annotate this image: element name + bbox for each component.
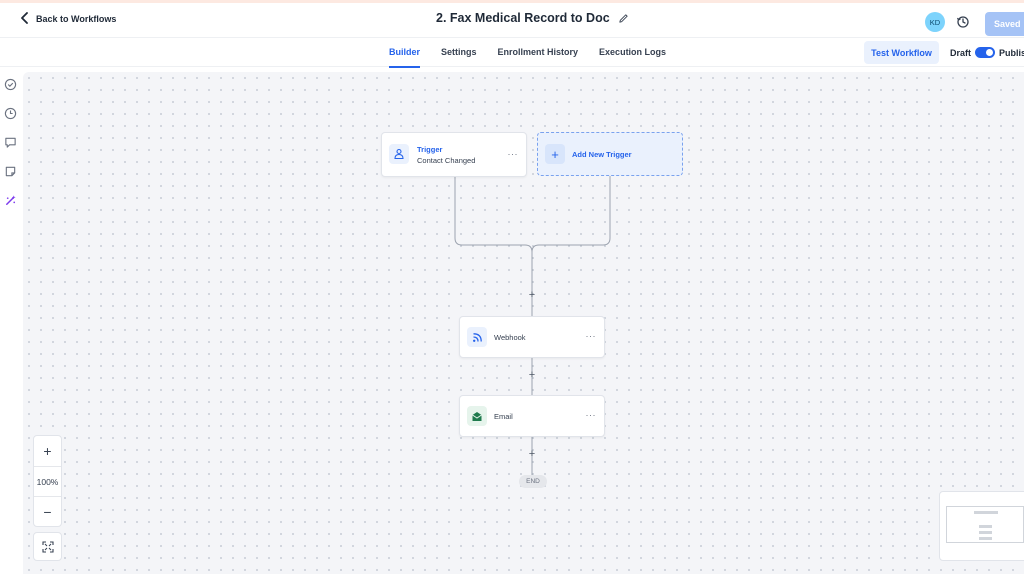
publish-toggle[interactable] [975, 47, 995, 58]
add-step-plus-2[interactable]: + [528, 369, 536, 381]
add-new-trigger-button[interactable]: + Add New Trigger [537, 132, 683, 176]
email-node[interactable]: Email ··· [459, 395, 605, 437]
trigger-type-label: Trigger [417, 145, 443, 154]
minimap[interactable] [939, 491, 1024, 561]
avatar[interactable]: KD [925, 12, 945, 32]
check-circle-icon[interactable] [4, 78, 17, 91]
note-icon[interactable] [4, 165, 17, 178]
webhook-icon [467, 327, 487, 347]
fit-view-button[interactable] [33, 532, 62, 561]
zoom-out-button[interactable]: − [43, 504, 52, 520]
tab-execution-logs[interactable]: Execution Logs [599, 47, 667, 57]
trigger-node[interactable]: Trigger Contact Changed ··· [381, 132, 527, 177]
publish-label: Publish [999, 48, 1024, 58]
sparkle-icon[interactable] [4, 194, 17, 207]
webhook-node[interactable]: Webhook ··· [459, 316, 605, 358]
back-to-workflows-link[interactable]: Back to Workflows [20, 12, 116, 26]
tab-settings[interactable]: Settings [441, 47, 477, 57]
back-label: Back to Workflows [36, 14, 117, 24]
history-icon[interactable] [956, 15, 970, 29]
left-toolbar [0, 67, 22, 576]
webhook-label: Webhook [494, 333, 526, 342]
tab-enrollment-history[interactable]: Enrollment History [497, 47, 579, 57]
chevron-left-icon [20, 12, 30, 26]
email-more-menu[interactable]: ··· [585, 410, 596, 420]
workflow-subnav: Builder Settings Enrollment History Exec… [0, 37, 1024, 68]
trigger-name: Contact Changed [417, 156, 476, 165]
add-step-plus-1[interactable]: + [528, 289, 536, 301]
pencil-icon[interactable] [618, 13, 629, 24]
zoom-level: 100% [34, 466, 61, 497]
minimap-nodes [974, 511, 998, 540]
draft-label: Draft [950, 48, 972, 58]
workflow-header: Back to Workflows 2. Fax Medical Record … [0, 3, 1024, 37]
workflow-title: 2. Fax Medical Record to Doc [436, 11, 610, 25]
clock-icon[interactable] [4, 107, 17, 120]
plus-icon: + [545, 144, 565, 164]
contact-icon [389, 144, 409, 164]
top-accent-line [0, 0, 1024, 3]
add-step-plus-3[interactable]: + [528, 448, 536, 460]
trigger-more-menu[interactable]: ··· [507, 149, 518, 159]
zoom-controls: + 100% − [33, 435, 62, 527]
end-node: END [519, 475, 547, 488]
zoom-in-button[interactable]: + [43, 443, 52, 459]
test-workflow-button[interactable]: Test Workflow [864, 41, 939, 64]
tab-builder[interactable]: Builder [389, 38, 421, 68]
add-trigger-label: Add New Trigger [572, 150, 632, 159]
expand-icon [41, 540, 54, 553]
saved-button[interactable]: Saved [985, 12, 1024, 36]
email-label: Email [494, 412, 513, 421]
email-icon [467, 406, 487, 426]
webhook-more-menu[interactable]: ··· [585, 331, 596, 341]
comment-icon[interactable] [4, 136, 17, 149]
